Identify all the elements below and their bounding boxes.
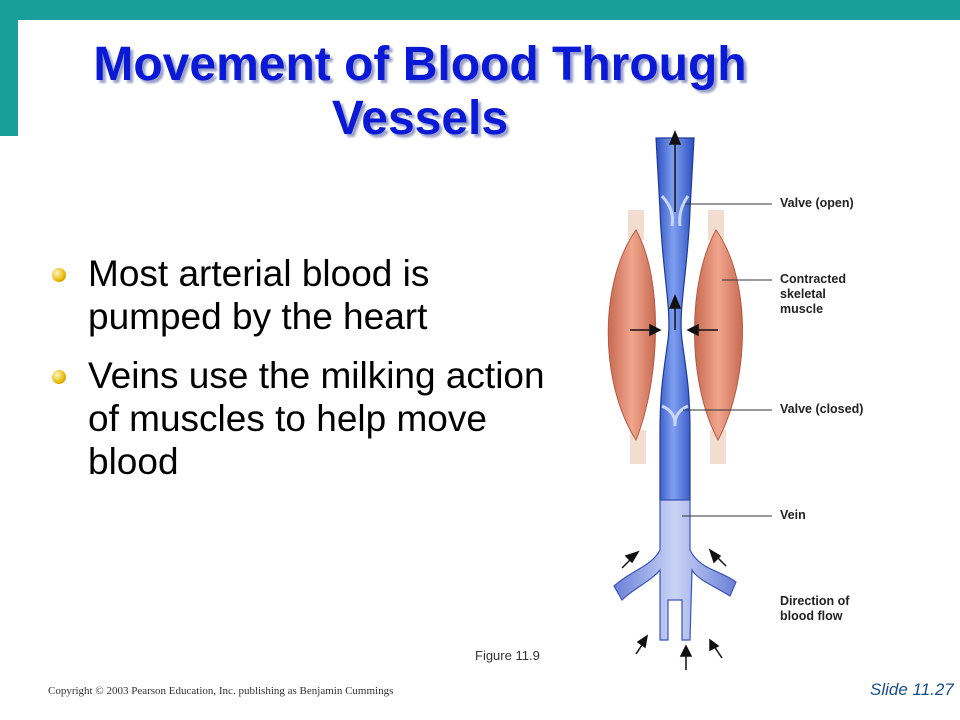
accent-bar-vertical [0,0,18,136]
valve-open-icon [660,194,690,227]
leader-lines [682,203,772,517]
bullet-text: Most arterial blood is pumped by the hea… [88,253,430,337]
bullet-item: Veins use the milking action of muscles … [50,354,570,483]
bullet-text: Veins use the milking action of muscles … [88,355,545,482]
bullet-icon [52,268,66,282]
vein-diagram: Valve (open) Contracted skeletal muscle … [590,130,930,675]
left-muscle [607,210,657,464]
vein-illustration [607,130,772,670]
vein-lower [613,499,737,641]
label-vein: Vein [780,508,806,522]
label-valve-closed: Valve (closed) [780,402,864,416]
slide-title: Movement of Blood Through Vessels [93,38,747,145]
bullet-item: Most arterial blood is pumped by the hea… [50,252,570,338]
bullet-list: Most arterial blood is pumped by the hea… [50,252,570,499]
slide-number: Slide 11.27 [870,680,954,699]
label-contracted-muscle: Contracted skeletal muscle [780,272,846,316]
label-direction: Direction of blood flow [780,594,850,623]
flow-arrows [621,130,727,670]
accent-bar-horizontal [0,0,960,20]
figure-caption: Figure 11.9 [475,648,540,663]
right-muscle [694,210,743,464]
copyright-text: Copyright © 2003 Pearson Education, Inc.… [48,685,394,697]
valve-closed-icon [661,404,689,427]
label-valve-open: Valve (open) [780,196,854,210]
bullet-icon [52,370,66,384]
